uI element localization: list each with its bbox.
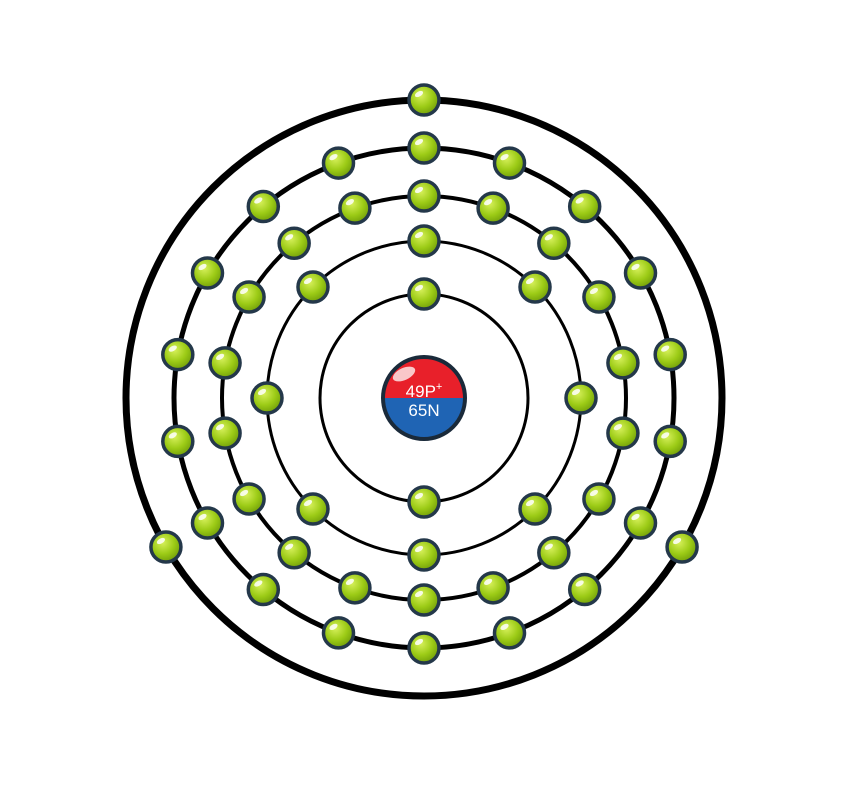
electron-shell-m-12 [277,535,311,570]
neutrons-label: 65N [408,401,439,420]
electron-shell-l-8 [296,270,330,304]
electron-shell-n-14 [161,424,195,459]
electron-shell-k-1 [407,277,441,311]
electron-shell-m-1 [407,179,441,213]
electron-shell-m-17 [277,226,311,261]
electron-shell-n-8 [567,572,602,607]
electrons [149,83,699,665]
electron-shell-m-9 [476,571,510,605]
electron-shell-m-7 [582,482,616,516]
electron-shell-n-10 [407,631,441,665]
electron-shell-n-12 [246,572,281,607]
electron-shell-m-5 [606,346,640,380]
electron-shell-n-1 [407,131,441,165]
electron-shell-l-2 [518,270,552,304]
protons-charge: + [436,381,442,393]
electron-shell-l-5 [407,538,441,572]
svg-text:49P+: 49P+ [406,381,443,401]
electron-shell-m-4 [582,280,616,314]
electron-shell-l-4 [518,492,552,526]
electron-shell-m-18 [338,191,372,225]
electron-shell-l-6 [296,492,330,526]
electron-shell-o-3 [665,530,699,564]
electron-shell-m-3 [537,226,571,261]
nucleus: 49P+ 65N [381,355,467,441]
electron-shell-m-10 [407,583,441,617]
nucleus-highlight [392,366,416,382]
electron-shell-m-8 [537,535,571,570]
electron-shell-n-6 [653,424,687,459]
electron-shell-n-2 [492,146,527,180]
electron-shell-n-13 [190,506,225,540]
electron-shell-m-16 [232,280,266,314]
electron-shell-o-1 [407,83,441,117]
electron-shell-n-4 [623,256,658,290]
electron-shell-n-9 [492,616,527,650]
electron-shell-n-18 [321,146,356,180]
electron-shell-l-7 [250,381,284,415]
electron-shell-n-16 [190,256,225,290]
electron-shell-n-3 [567,189,602,224]
electron-shell-o-2 [149,530,183,564]
electron-shell-n-7 [623,506,658,540]
electron-shell-m-11 [338,571,372,605]
protons-label: 49P [406,382,436,401]
nucleus-outline [381,355,467,441]
electron-shell-l-1 [407,224,441,258]
electron-shell-l-3 [564,381,598,415]
electron-shell-n-17 [246,189,281,224]
electron-shell-k-2 [407,485,441,519]
electron-shell-m-6 [606,416,640,450]
electron-shell-n-11 [321,616,356,650]
electron-shell-n-15 [161,337,195,372]
electron-shell-m-2 [476,191,510,225]
electron-shell-n-5 [653,337,687,372]
electron-shell-m-15 [208,346,242,380]
electron-shell-m-13 [232,482,266,516]
electron-shell-m-14 [208,416,242,450]
